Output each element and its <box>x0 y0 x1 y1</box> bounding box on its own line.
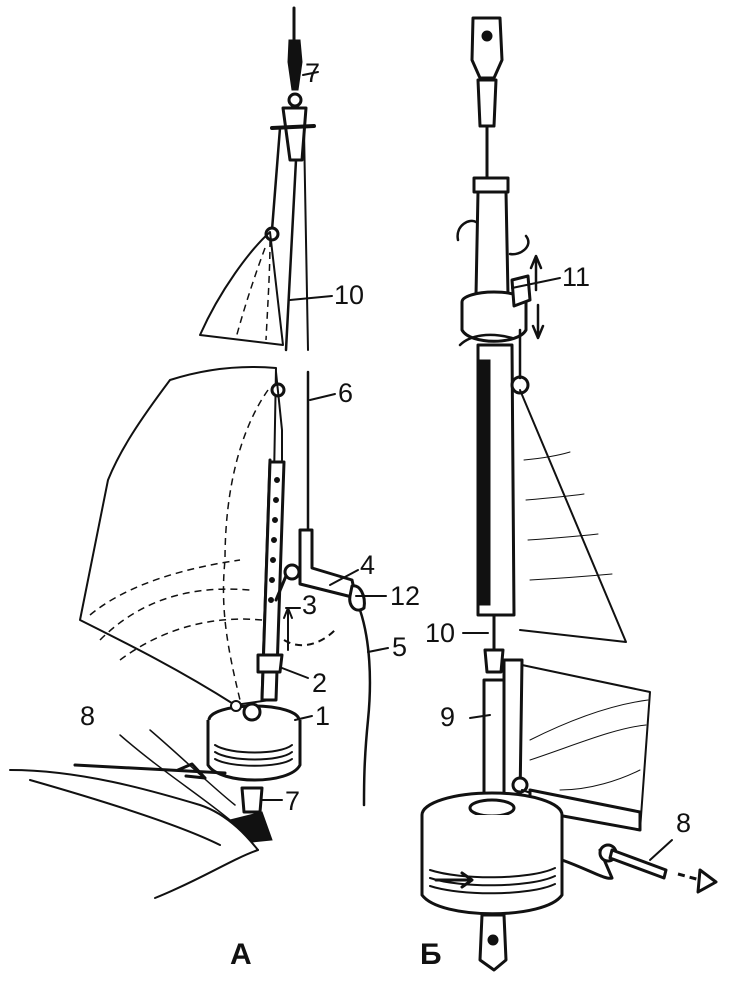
turnbuckle <box>476 78 498 128</box>
fairlead <box>176 762 207 780</box>
updown-arrows <box>529 254 545 340</box>
foil-hole-2 <box>273 497 279 503</box>
fork-pin <box>481 30 493 42</box>
stay-wire-top <box>303 129 309 351</box>
top-swivel-ring <box>287 92 303 108</box>
panel-label-a: А <box>230 938 252 971</box>
foil-hole-7 <box>268 597 274 603</box>
callout-10-b: 10 <box>425 618 456 648</box>
top-swivel <box>287 39 303 91</box>
callout-6: 6 <box>338 378 354 408</box>
callout-3: 3 <box>302 590 318 620</box>
foil-shade <box>477 359 491 606</box>
callout-8-b: 8 <box>676 808 692 838</box>
furling-line <box>358 608 372 807</box>
halyard-left <box>270 126 282 232</box>
callout-12: 12 <box>390 581 421 611</box>
callout-4: 4 <box>360 550 376 580</box>
b-lower-connector <box>483 648 505 674</box>
drum-body <box>206 720 302 782</box>
sail-seam-2 <box>89 559 241 616</box>
deck-line-3 <box>149 729 236 806</box>
b-drum-body <box>420 815 564 916</box>
panel-label-b: Б <box>420 938 442 971</box>
deck-line-2 <box>119 734 231 821</box>
swivel-tab <box>510 274 532 308</box>
drum-coils <box>214 744 293 767</box>
panel-a-drawing <box>9 6 372 899</box>
foil-hole-5 <box>270 557 276 563</box>
foil-hole-6 <box>269 577 275 583</box>
bracket-pivot <box>283 563 301 581</box>
rotation-arrows-top <box>456 219 530 256</box>
foil-hole-4 <box>271 537 277 543</box>
panel-b-drawing <box>420 16 718 972</box>
b-drum-hub <box>468 798 516 818</box>
drum-hub <box>242 702 262 722</box>
head-fitting <box>281 106 308 162</box>
callout-9: 9 <box>440 702 456 732</box>
hull-curve <box>154 849 259 899</box>
top-cap <box>472 176 510 194</box>
sail-seam-4 <box>119 618 263 661</box>
b-control-line <box>608 848 668 880</box>
deck-edge <box>9 769 259 851</box>
upper-tube <box>474 190 510 297</box>
luff-wire-top <box>284 158 298 352</box>
callout-10: 10 <box>334 280 365 310</box>
b-pull-arrow-head <box>696 868 718 894</box>
bracket-arm <box>298 528 358 600</box>
deck-line-1 <box>29 779 221 846</box>
b-tack-shackle <box>511 776 529 794</box>
mid-wire <box>275 371 283 461</box>
collar <box>256 653 284 674</box>
rotation-arrow-mid <box>458 333 514 347</box>
upper-sail-seam <box>235 247 266 339</box>
upper-sail <box>199 231 284 346</box>
top-fork <box>470 16 504 80</box>
halyard-swivel-body <box>460 302 528 343</box>
callout-11: 11 <box>562 262 591 292</box>
callout-8-a: 8 <box>80 701 96 731</box>
control-line <box>73 763 227 775</box>
b-fairlead-arm <box>560 848 614 880</box>
b-upper-sail-seams <box>523 451 613 581</box>
lower-swivel <box>240 786 264 814</box>
callout-2: 2 <box>312 668 328 698</box>
b-drum-arrow <box>434 871 474 889</box>
b-upper-sail <box>519 389 627 643</box>
tack-shackle <box>230 700 242 712</box>
callout-1: 1 <box>315 701 331 731</box>
callout-7-bottom: 7 <box>285 786 301 816</box>
bracket-link <box>274 574 288 602</box>
callout-5: 5 <box>392 632 408 662</box>
lower-sail <box>79 365 277 706</box>
foil-hole-1 <box>274 477 280 483</box>
b-bottom-pin <box>487 934 499 946</box>
rotation-arrow <box>283 629 336 647</box>
b-pull-arrow-shaft <box>677 872 701 882</box>
callout-7-top: 7 <box>305 58 321 88</box>
upper-sail-seam-2 <box>265 239 271 341</box>
leader-lines <box>261 71 673 861</box>
swivel-block <box>348 584 366 612</box>
sail-seam-3 <box>99 588 251 641</box>
head-shackle <box>264 226 280 242</box>
foil-hole-3 <box>272 517 278 523</box>
b-lower-sail-seams <box>529 699 649 791</box>
up-arrow <box>283 607 293 651</box>
head-crossbar <box>270 124 316 130</box>
